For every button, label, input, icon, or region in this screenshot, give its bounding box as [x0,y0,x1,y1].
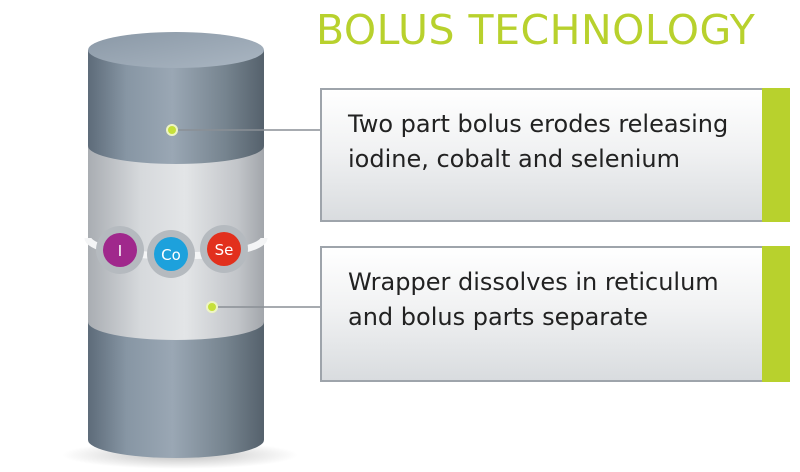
element-disc-cobalt [154,237,188,271]
element-label-selenium: Se [215,241,234,259]
page-title: BOLUS TECHNOLOGY [316,6,756,54]
marker-dot-wrapper [206,301,218,313]
marker-dot-bolus [166,124,178,136]
element-discs: I Co Se [96,225,248,278]
callout-text: Wrapper dissolves in reticulum and bolus… [348,268,719,331]
element-label-iodine: I [118,242,122,260]
element-disc-iodine [103,233,137,267]
callout-text: Two part bolus erodes releasing iodine, … [348,110,729,173]
element-disc-selenium [207,232,241,266]
callout-accent-bar [762,246,790,382]
callout-accent-bar [762,88,790,222]
callout-wrapper-dissolves: Wrapper dissolves in reticulum and bolus… [320,246,790,382]
callout-bolus-erodes: Two part bolus erodes releasing iodine, … [320,88,790,222]
bolus-top [88,32,264,68]
element-label-cobalt: Co [161,246,181,264]
